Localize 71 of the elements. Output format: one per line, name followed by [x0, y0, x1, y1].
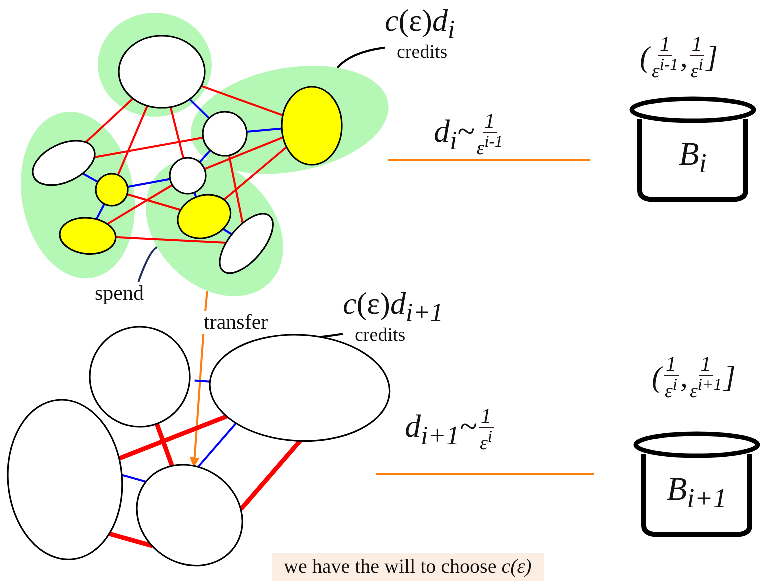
bucket-label: B$_{i}$	[678, 139, 708, 178]
graph-edge	[189, 98, 210, 120]
interval-bracket: (	[640, 42, 650, 73]
graph-edge	[127, 194, 181, 212]
graph-edge	[85, 98, 134, 144]
vertex-ellipse	[202, 112, 247, 156]
vertex-ellipse	[8, 400, 122, 560]
credit-caption: credits	[397, 43, 448, 64]
cluster-blob	[191, 66, 389, 174]
interval-bracket: (	[652, 362, 662, 393]
leader-line	[336, 46, 386, 69]
graph-edge	[108, 532, 154, 548]
vertex-ellipse	[119, 36, 205, 108]
bucket	[628, 95, 758, 203]
graph-edge	[204, 136, 284, 170]
cluster-blob	[98, 13, 212, 117]
denominator: ε$^{i+1}$	[690, 376, 722, 403]
graph-edge	[194, 380, 210, 383]
graph-edge	[122, 474, 146, 483]
interval-bracket: ]	[706, 42, 718, 73]
highlighted-vertex	[178, 195, 230, 239]
graph-edge	[155, 424, 174, 467]
graph-edge	[82, 172, 99, 184]
denominator: ε$^{i}$	[690, 56, 704, 83]
highlighted-vertex	[96, 174, 128, 206]
graph-edge	[199, 150, 212, 164]
graph-edge	[170, 107, 185, 159]
graph-edge	[118, 414, 228, 461]
vertex-ellipse	[137, 464, 243, 566]
numerator: 1	[658, 33, 672, 56]
graph-edge	[222, 228, 234, 236]
numerator: 1	[479, 405, 494, 428]
graph-edge	[223, 146, 288, 201]
graph-edge	[96, 204, 106, 220]
note-text: we have the will to choose c(ε)	[272, 553, 544, 581]
credit-formula: c(ε)d$_{i}$	[385, 5, 456, 44]
numerator: 1	[698, 353, 714, 376]
graph-edge	[117, 106, 149, 176]
vertex-ellipse	[33, 140, 95, 186]
vertex-ellipse	[220, 214, 274, 274]
leader-line	[138, 246, 158, 282]
formula-text: d$_{i+1}$~	[405, 410, 478, 450]
denominator: ε$^{i}$	[480, 428, 493, 455]
cluster-blob	[146, 159, 284, 297]
graph-edge	[116, 236, 227, 244]
graph-edge	[228, 155, 244, 224]
denominator: ε$^{i}$	[664, 376, 678, 403]
graph-edge	[240, 440, 302, 511]
graph-edge	[128, 178, 170, 188]
denominator: ε$^{i-1}$	[652, 56, 678, 83]
formula-text: d$_{i}$~	[434, 115, 475, 154]
highlighted-vertex	[60, 218, 116, 254]
interval-bracket: ,	[680, 42, 688, 73]
graph-edge	[94, 136, 204, 158]
credit-formula: c(ε)d$_{i+1}$	[343, 288, 444, 326]
numerator: 1	[664, 353, 678, 376]
bucket-label: B$_{i+1}$	[666, 474, 728, 512]
interval-bracket: ,	[680, 362, 688, 393]
graph-edge	[198, 422, 238, 468]
highlighted-vertex	[282, 86, 342, 165]
callout-text: spend	[95, 282, 144, 306]
graph-edge	[201, 85, 284, 117]
credit-caption: credits	[355, 326, 406, 348]
bucket	[632, 430, 762, 538]
numerator: 1	[690, 33, 704, 56]
interval-bracket: ]	[724, 362, 736, 393]
graph-edge	[107, 184, 174, 226]
cluster-blob	[20, 112, 136, 278]
denominator: ε$^{i-1}$	[476, 133, 504, 160]
graph-edge	[246, 128, 282, 133]
numerator: 1	[482, 110, 498, 134]
